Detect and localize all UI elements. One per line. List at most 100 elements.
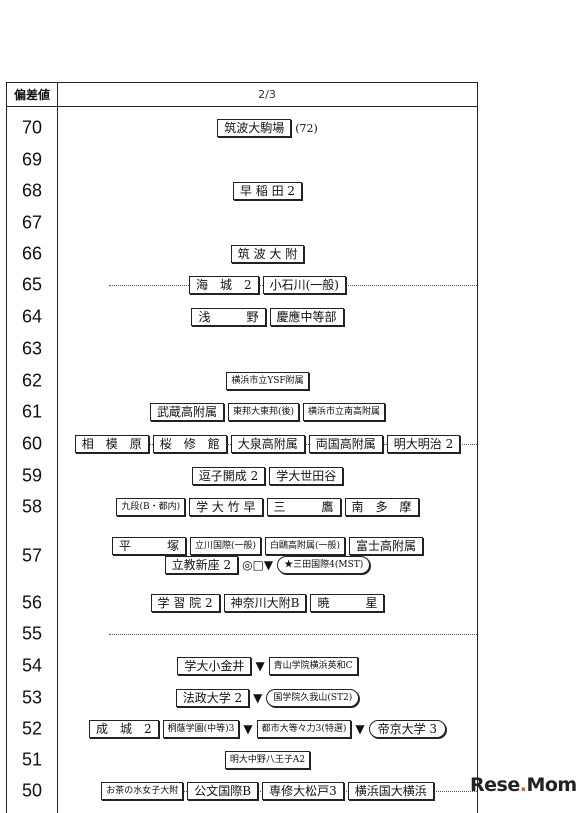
school-row: 明大中野八王子A2 <box>58 748 477 772</box>
school-group: 筑 波 大 附 <box>230 245 305 263</box>
school-box: 横浜国大横浜 <box>347 782 434 800</box>
score-56: 56 <box>21 592 43 613</box>
school-box: 青山学院横浜英和C <box>268 657 358 675</box>
symbol-marks: ◎□▼ <box>242 558 274 572</box>
dotted-divider <box>109 634 477 635</box>
school-box: 横浜市立南高附属 <box>303 403 386 421</box>
school-box: 成 城 2 <box>88 720 159 738</box>
school-box: 両国高附属 <box>308 435 383 453</box>
school-box: 学 習 院 2 <box>150 594 220 612</box>
score-52: 52 <box>21 718 43 739</box>
score-63: 63 <box>21 338 43 359</box>
score-55: 55 <box>21 623 43 644</box>
school-row: 筑 波 大 附 <box>58 242 477 266</box>
school-box: 暁 星 <box>310 594 385 612</box>
school-box: 立教新座 2 <box>164 556 239 574</box>
school-box: 大泉高附属 <box>230 435 305 453</box>
school-box: 武蔵高附属 <box>149 403 224 421</box>
school-box: 逗子開成 2 <box>191 467 266 485</box>
school-row: 平 塚立川国際(一般)白鷗高附属(一般)富士高附属 <box>58 534 477 558</box>
school-box: 明大中野八王子A2 <box>224 751 311 769</box>
school-box: 九段(B・都内) <box>116 498 186 516</box>
logo-text-a: Rese <box>470 774 520 796</box>
score-65: 65 <box>21 274 43 295</box>
school-box: 慶應中等部 <box>269 308 344 326</box>
school-box: 平 塚 <box>111 537 186 555</box>
school-group: 明大中野八王子A2 <box>224 751 311 769</box>
score-53: 53 <box>21 687 43 708</box>
resemom-logo: Rese.Mom <box>470 774 577 796</box>
school-oval: 国学院久我山(ST2) <box>266 689 360 707</box>
school-box: 明大明治 2 <box>386 435 461 453</box>
school-box: 都市大等々力3(特選) <box>256 720 352 738</box>
school-box: 桜 修 館 <box>152 435 227 453</box>
school-box: 立川国際(一般) <box>189 537 261 555</box>
school-oval: ★三田国際4(MST) <box>277 556 371 574</box>
school-box: 浅 野 <box>191 308 266 326</box>
school-box: 学大世田谷 <box>269 467 344 485</box>
school-row: 九段(B・都内)学 大 竹 早三 鷹南 多 摩 <box>58 495 477 519</box>
score-64: 64 <box>21 306 43 327</box>
school-box: 白鷗高附属(一般) <box>265 537 346 555</box>
score-column-header: 偏差値 <box>7 83 58 106</box>
school-row: 横浜市立YSF附属 <box>58 369 477 393</box>
school-box: 学 大 竹 早 <box>189 498 263 516</box>
school-row <box>58 337 477 361</box>
school-group: 筑波大駒場(72) <box>217 119 318 137</box>
school-group: 相 模 原桜 修 館大泉高附属両国高附属明大明治 2 <box>74 435 461 453</box>
score-51: 51 <box>21 749 43 770</box>
score-61: 61 <box>21 401 43 422</box>
symbol-marks: ▼ <box>253 691 263 705</box>
page-indicator: 2/3 <box>258 88 276 101</box>
score-50: 50 <box>21 780 43 801</box>
school-row: 法政大学 2▼国学院久我山(ST2) <box>58 686 477 710</box>
school-box: お茶の水女子大附 <box>101 782 184 800</box>
score-62: 62 <box>21 370 43 391</box>
school-box: 神奈川大附B <box>223 594 307 612</box>
school-box: 筑 波 大 附 <box>230 245 305 263</box>
school-row: 浅 野慶應中等部 <box>58 305 477 329</box>
score-60: 60 <box>21 433 43 454</box>
school-box: 富士高附属 <box>349 537 424 555</box>
school-group: 早 稲 田 2 <box>232 182 303 200</box>
score-69: 69 <box>21 149 43 170</box>
symbol-marks: ▼ <box>255 659 265 673</box>
score-57: 57 <box>21 545 43 566</box>
school-oval: 帝京大学 3 <box>368 720 447 738</box>
school-box: 東邦大東邦(後) <box>227 403 300 421</box>
school-row: 武蔵高附属東邦大東邦(後)横浜市立南高附属 <box>58 400 477 424</box>
school-group: 学大小金井▼青山学院横浜英和C <box>177 657 358 675</box>
school-group: 平 塚立川国際(一般)白鷗高附属(一般)富士高附属 <box>111 537 424 555</box>
school-box: 海 城 2 <box>188 276 259 294</box>
score-59: 59 <box>21 465 43 486</box>
score-58: 58 <box>21 496 43 517</box>
table-header: 偏差値 2/3 <box>7 83 477 107</box>
score-66: 66 <box>21 243 43 264</box>
column-divider <box>57 106 58 813</box>
score-67: 67 <box>21 212 43 233</box>
school-group: 法政大学 2▼国学院久我山(ST2) <box>175 689 360 707</box>
school-box: 筑波大駒場 <box>217 119 292 137</box>
school-row <box>58 148 477 172</box>
school-box: 横浜市立YSF附属 <box>226 372 309 390</box>
school-group: 横浜市立YSF附属 <box>226 372 309 390</box>
score-70: 70 <box>21 117 43 138</box>
school-box: 法政大学 2 <box>175 689 250 707</box>
school-box: 南 多 摩 <box>344 498 419 516</box>
score-68: 68 <box>21 180 43 201</box>
logo-text-b: Mom <box>526 774 577 796</box>
school-row <box>58 211 477 235</box>
logo-dot: . <box>519 774 527 796</box>
school-group: 武蔵高附属東邦大東邦(後)横浜市立南高附属 <box>149 403 386 421</box>
school-group: 九段(B・都内)学 大 竹 早三 鷹南 多 摩 <box>116 498 419 516</box>
school-group: 浅 野慶應中等部 <box>191 308 344 326</box>
school-box: 小石川(一般) <box>262 276 346 294</box>
